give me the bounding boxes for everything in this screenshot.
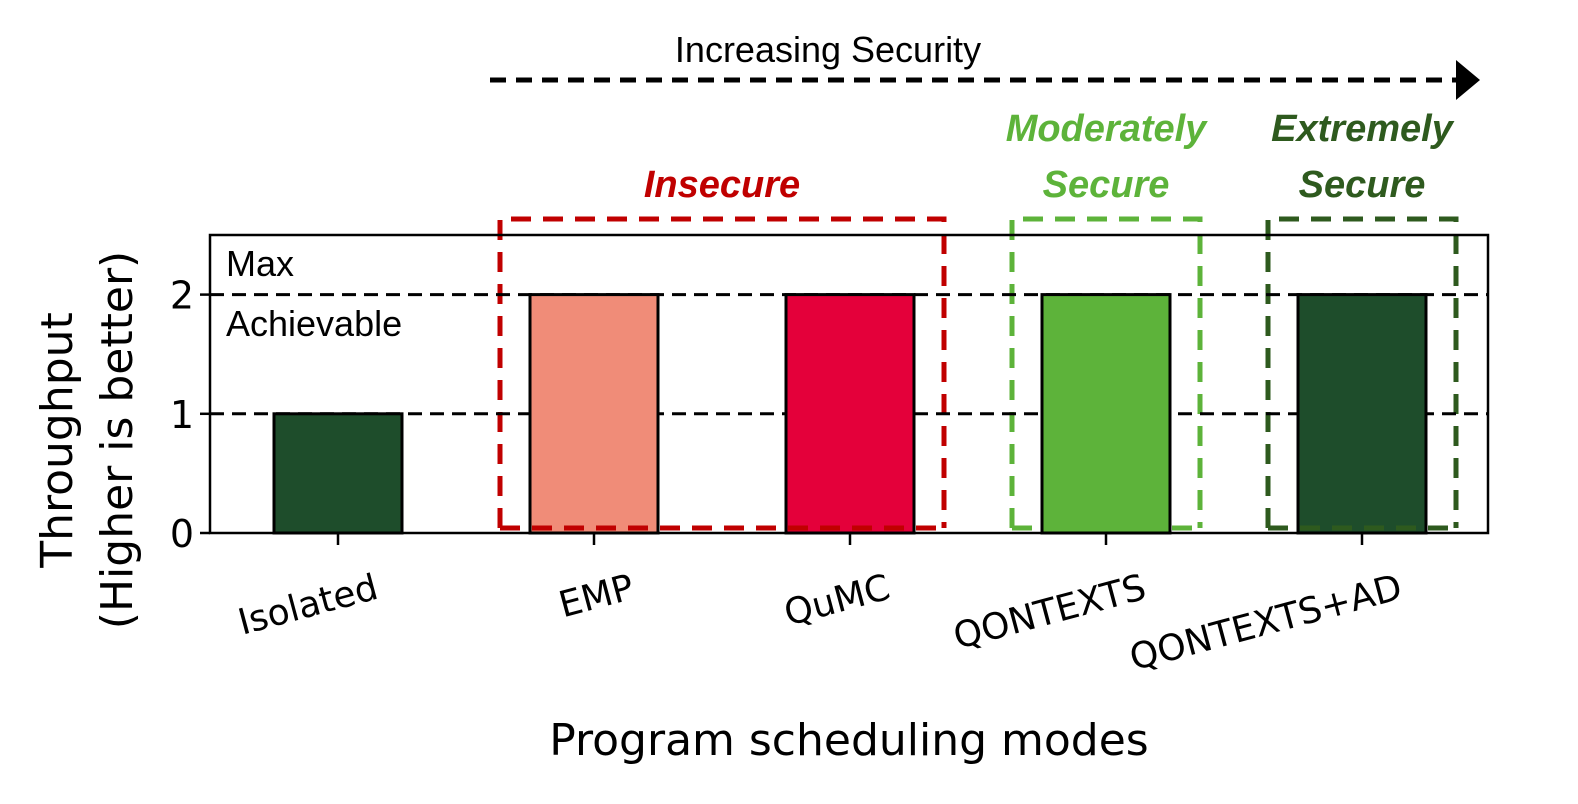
group-box-extremely-secure bbox=[1265, 216, 1459, 528]
x-tick-label-qontexts: QONTEXTS bbox=[949, 567, 1150, 658]
x-tick-label-isolated: Isolated bbox=[234, 567, 382, 644]
bars bbox=[272, 293, 1428, 535]
y-axis-label-line1: Throughput bbox=[32, 312, 83, 569]
y-axis-label-line2: (Higher is better) bbox=[92, 251, 143, 629]
max-label-line2: Achievable bbox=[226, 303, 402, 344]
x-tick-label-qontexts-ad: QONTEXTS+AD bbox=[1126, 567, 1407, 679]
arrow-label: Increasing Security bbox=[675, 29, 981, 70]
bar-qontexts bbox=[1040, 293, 1172, 535]
group-label-extremely-secure-0: Extremely bbox=[1271, 108, 1455, 150]
group-label-moderately-secure-0: Moderately bbox=[1006, 108, 1208, 150]
group-box-moderately-secure bbox=[1009, 216, 1203, 528]
group-label-extremely-secure-1: Secure bbox=[1299, 164, 1426, 206]
bar-qontexts-ad bbox=[1296, 293, 1428, 535]
security-arrow-head bbox=[1456, 60, 1480, 100]
bar-isolated bbox=[272, 412, 404, 535]
group-label-moderately-secure-1: Secure bbox=[1043, 164, 1170, 206]
y-axis-ticks: 0 1 2 bbox=[170, 274, 210, 556]
group-label-insecure-0: Insecure bbox=[644, 164, 800, 206]
group-box-insecure bbox=[497, 216, 947, 528]
max-label-line1: Max bbox=[226, 243, 294, 284]
bar-emp bbox=[528, 293, 660, 535]
x-tick-label-qumc: QuMC bbox=[780, 567, 894, 634]
y-tick-label-0: 0 bbox=[170, 512, 194, 556]
y-tick-label-1: 1 bbox=[170, 393, 194, 437]
bar-qumc bbox=[784, 293, 916, 535]
x-axis-label: Program scheduling modes bbox=[549, 715, 1148, 766]
y-tick-label-2: 2 bbox=[170, 274, 194, 318]
x-tick-label-emp: EMP bbox=[555, 567, 639, 626]
